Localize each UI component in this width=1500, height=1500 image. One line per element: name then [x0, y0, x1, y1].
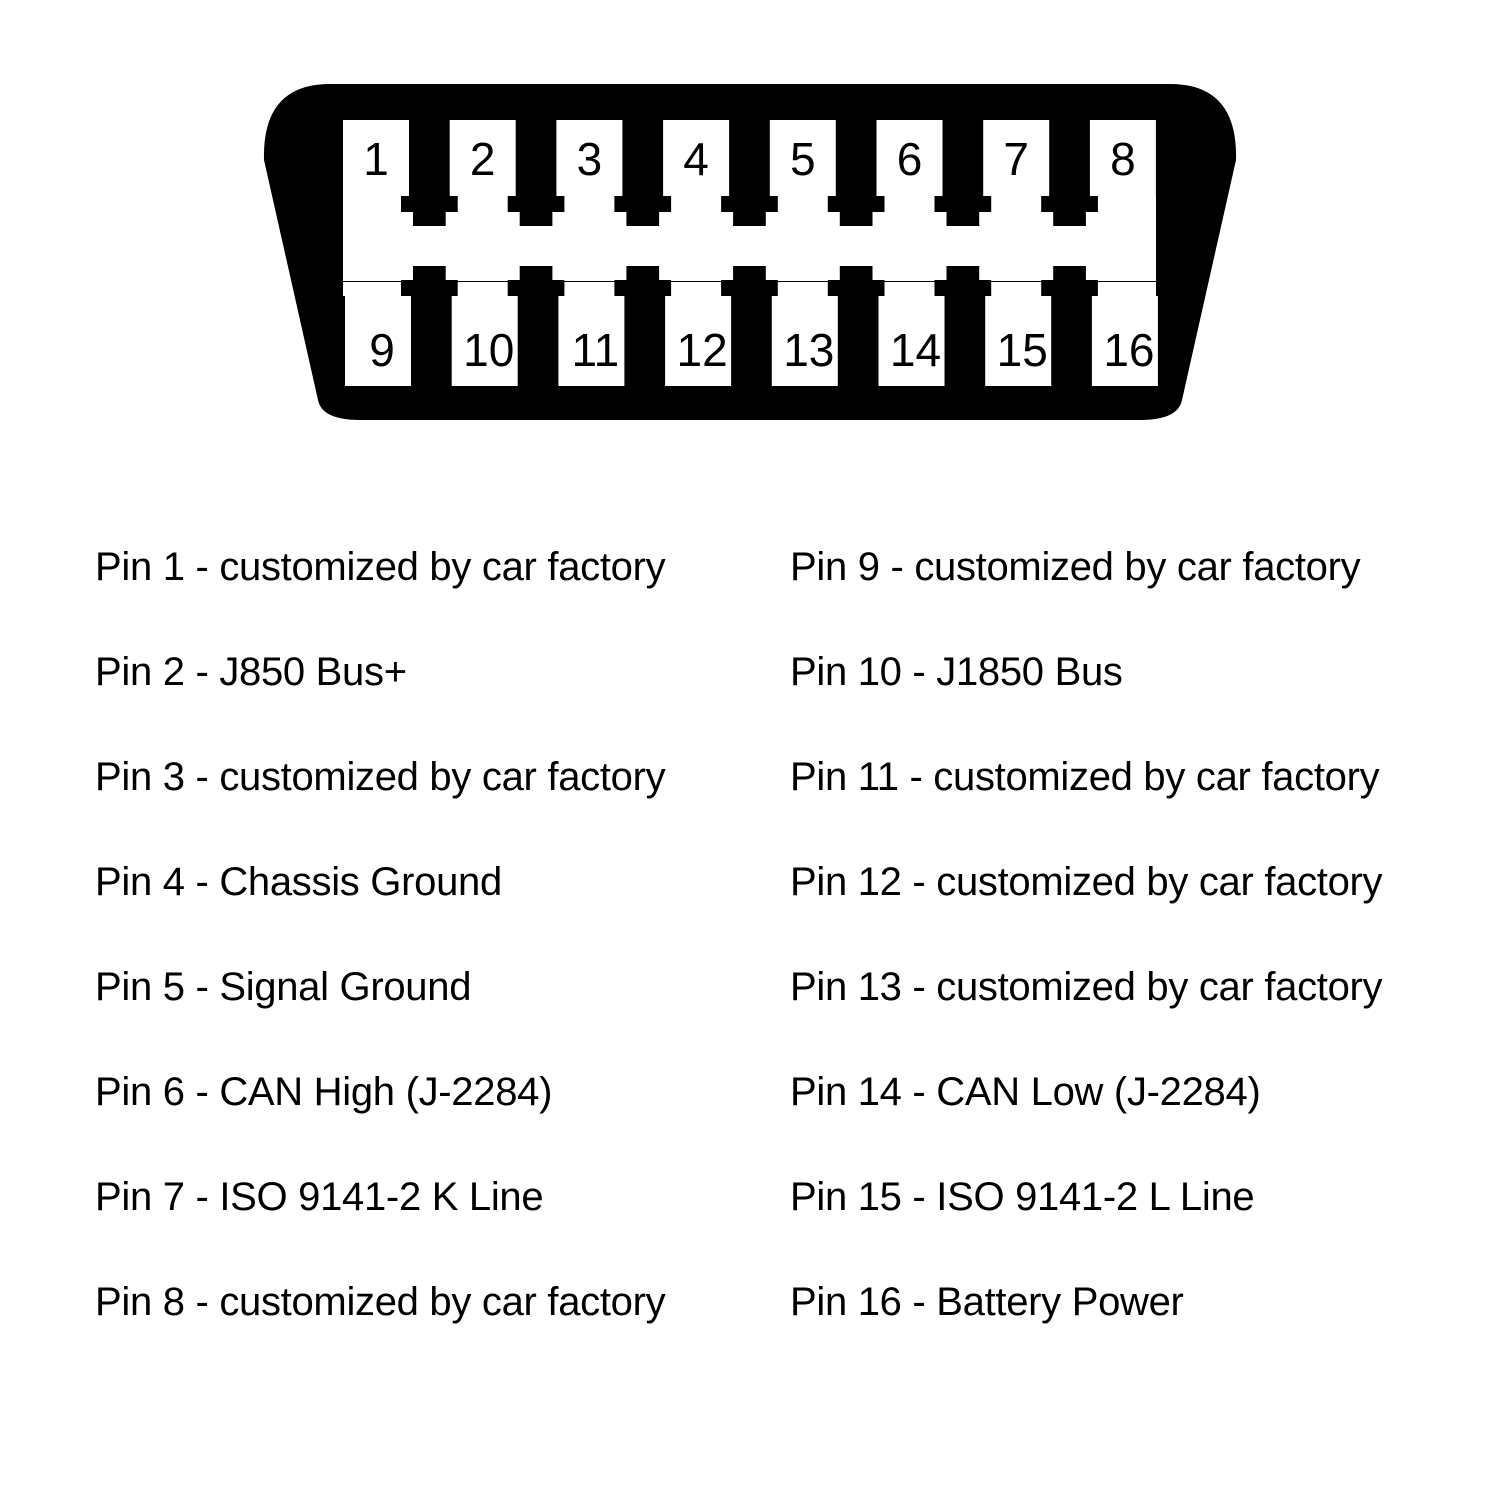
top-separator-4: [733, 196, 766, 226]
top-separator-3: [626, 196, 660, 226]
pin-label-6: 6: [897, 133, 923, 185]
top-pin-box-3: [556, 120, 623, 212]
pin-label-12: 12: [677, 324, 728, 376]
bottom-pin-box-11: [558, 296, 625, 386]
legend-item-pin-10: Pin 10 - J1850 Bus: [790, 650, 1123, 694]
top-pin-box-1: [343, 120, 409, 212]
top-pin-box-5: [769, 120, 836, 212]
bottom-separator-5: [839, 266, 873, 296]
legend-item-pin-8: Pin 8 - customized by car factory: [95, 1280, 666, 1324]
legend-item-pin-7: Pin 7 - ISO 9141-2 K Line: [95, 1175, 544, 1219]
top-separator-2: [519, 196, 553, 226]
top-pin-box-4: [663, 120, 730, 212]
pin-label-3: 3: [577, 133, 603, 185]
bottom-separator-7: [1053, 266, 1086, 296]
legend-item-pin-16: Pin 16 - Battery Power: [790, 1280, 1184, 1324]
pin-label-7: 7: [1003, 133, 1029, 185]
legend-item-pin-12: Pin 12 - customized by car factory: [790, 860, 1383, 904]
top-separator-7: [1053, 196, 1086, 226]
bottom-pin-box-12: [665, 296, 732, 386]
bottom-pin-box-15: [985, 296, 1052, 386]
legend-item-pin-2: Pin 2 - J850 Bus+: [95, 650, 407, 694]
top-separator-5: [839, 196, 873, 226]
pin-label-4: 4: [683, 133, 709, 185]
legend-item-pin-6: Pin 6 - CAN High (J-2284): [95, 1070, 553, 1114]
pin-label-15: 15: [997, 324, 1048, 376]
top-separator-6: [946, 196, 980, 226]
bottom-pin-box-16: [1091, 296, 1158, 386]
top-separator-1: [413, 196, 446, 226]
bottom-pin-box-13: [771, 296, 838, 386]
pin-label-11: 11: [572, 324, 620, 376]
legend-item-pin-13: Pin 13 - customized by car factory: [790, 965, 1383, 1009]
pin-label-16: 16: [1103, 324, 1154, 376]
top-pin-box-6: [876, 120, 943, 212]
bottom-pin-box-10: [451, 296, 518, 386]
bottom-separator-6: [946, 266, 980, 296]
legend-item-pin-3: Pin 3 - customized by car factory: [95, 755, 666, 799]
legend-item-pin-11: Pin 11 - customized by car factory: [790, 755, 1380, 799]
legend-item-pin-9: Pin 9 - customized by car factory: [790, 545, 1361, 589]
pin-label-14: 14: [890, 324, 941, 376]
top-pin-box-8: [1089, 120, 1156, 212]
bottom-separator-1: [413, 266, 446, 296]
obd2-connector-diagram: 1 2 3 4 5 6 7 8 9 10 11 12 13 14 15 16: [263, 84, 1237, 420]
top-pin-box-7: [983, 120, 1050, 212]
bottom-pin-box-14: [878, 296, 945, 386]
pin-label-9: 9: [369, 324, 395, 376]
bottom-separator-3: [626, 266, 660, 296]
legend-item-pin-15: Pin 15 - ISO 9141-2 L Line: [790, 1175, 1255, 1219]
legend-item-pin-4: Pin 4 - Chassis Ground: [95, 860, 502, 904]
pin-cavity: [343, 120, 1158, 386]
pin-label-13: 13: [783, 324, 834, 376]
pin-number-labels: 1 2 3 4 5 6 7 8 9 10 11 12 13 14 15 16: [363, 133, 1154, 376]
pin-label-1: 1: [363, 133, 389, 185]
bottom-separator-4: [733, 266, 766, 296]
legend-item-pin-14: Pin 14 - CAN Low (J-2284): [790, 1070, 1261, 1114]
bottom-pin-box-9: [345, 296, 411, 386]
bottom-separator-2: [519, 266, 553, 296]
pin-label-8: 8: [1110, 133, 1136, 185]
top-pin-box-2: [449, 120, 516, 212]
pin-label-2: 2: [470, 133, 496, 185]
pin-label-5: 5: [790, 133, 816, 185]
legend-item-pin-5: Pin 5 - Signal Ground: [95, 965, 472, 1009]
legend-item-pin-1: Pin 1 - customized by car factory: [95, 545, 666, 589]
pin-label-10: 10: [463, 324, 514, 376]
